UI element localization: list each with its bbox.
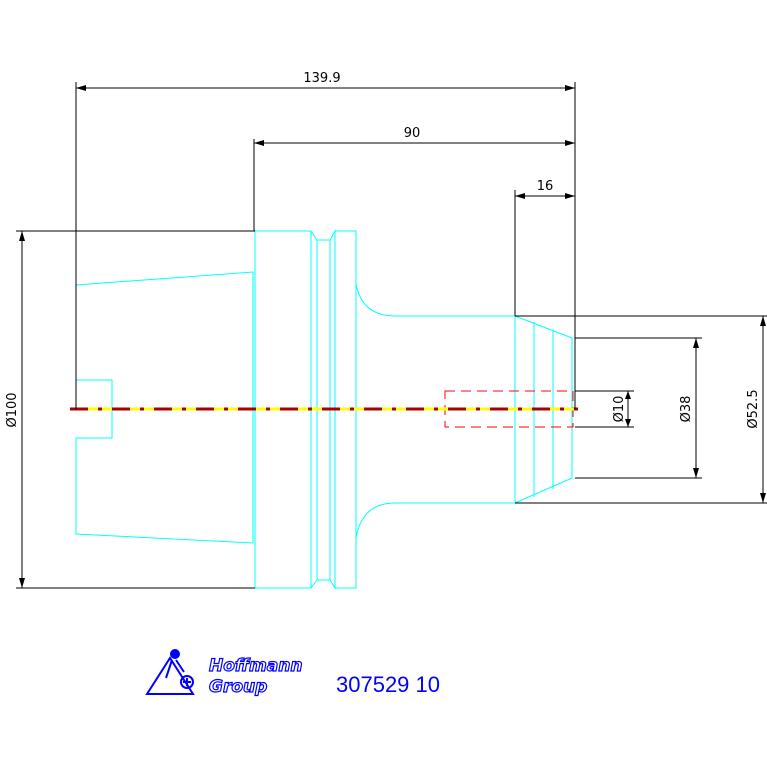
dimension-arrows: [19, 85, 766, 588]
brand-line-2: Group: [209, 677, 267, 697]
dim-shank-length: 90: [404, 126, 421, 141]
dim-diameter-52-5: Ø52.5: [746, 389, 761, 428]
dim-diameter-10: Ø10: [612, 396, 627, 423]
hoffmann-group-logo: Hoffmann Group: [145, 649, 303, 698]
part-number: 307529 10: [336, 672, 440, 697]
dim-cone-length: 16: [537, 179, 554, 194]
dim-diameter-38: Ø38: [679, 396, 694, 423]
dim-overall-length: 139.9: [303, 71, 340, 86]
brand-line-1: Hoffmann: [209, 656, 302, 676]
dim-diameter-100: Ø100: [5, 392, 20, 427]
dimension-lines: [16, 82, 767, 589]
climber-icon: [145, 649, 195, 695]
